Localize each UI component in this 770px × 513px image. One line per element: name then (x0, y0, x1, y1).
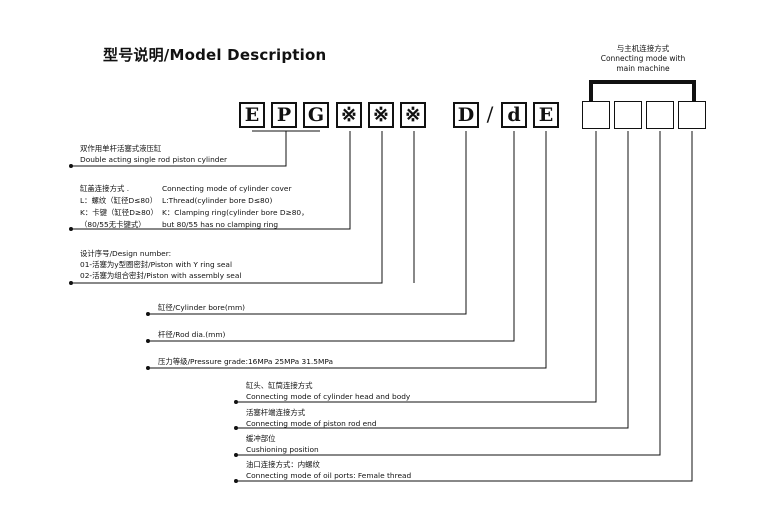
code-box-pressure: E (533, 102, 559, 128)
code-box-design-2: ※ (400, 102, 426, 128)
cover-mode-k-note-cn: （80/55无卡键式） (80, 220, 146, 229)
code-box-p: P (271, 102, 297, 128)
code-box-rod-end (614, 101, 642, 129)
double-acting-cn: 双作用单杆活塞式液压缸 (80, 144, 162, 153)
code-box-e: E (239, 102, 265, 128)
code-box-oil-port (678, 101, 706, 129)
pressure-label: 压力等级/Pressure grade:16MPa 25MPa 31.5MPa (158, 357, 333, 366)
head-body-en: Connecting mode of cylinder head and bod… (246, 392, 411, 401)
cover-mode-cn: 缸盖连接方式 . (80, 184, 130, 193)
design-title: 设计序号/Design number: (80, 249, 172, 258)
host-connection-en1: Connecting mode with (600, 54, 686, 63)
code-box-g: G (303, 102, 329, 128)
host-connection-cn: 与主机连接方式 (616, 44, 670, 53)
bore-label: 缸径/Cylinder bore(mm) (158, 303, 246, 312)
design-item-1: 01-活塞为y型圈密封/Piston with Y ring seal (80, 260, 233, 269)
rod-label: 杆径/Rod dia.(mm) (158, 330, 226, 339)
head-body-cn: 缸头、缸筒连接方式 (246, 381, 313, 390)
host-connection-label: 与主机连接方式 Connecting mode with main machin… (588, 44, 698, 74)
cushion-en: Cushioning position (246, 445, 319, 454)
double-acting-en: Double acting single rod piston cylinder (80, 155, 228, 164)
code-separator: / (486, 102, 494, 126)
cover-mode-l-en: L:Thread(cylinder bore D≤80) (162, 196, 273, 205)
cover-mode-en: Connecting mode of cylinder cover (162, 184, 292, 193)
oil-port-en: Connecting mode of oil ports: Female thr… (246, 471, 412, 480)
code-box-bore: D (453, 102, 479, 128)
oil-port-cn: 油口连接方式：内螺纹 (246, 460, 320, 469)
code-box-cushion (646, 101, 674, 129)
cover-mode-l-cn: L：螺纹（缸径D≤80） (80, 196, 158, 205)
rod-end-en: Connecting mode of piston rod end (246, 419, 377, 428)
host-connection-en2: main machine (616, 64, 670, 73)
cushion-cn: 缓冲部位 (246, 434, 276, 443)
rod-end-cn: 活塞杆端连接方式 (246, 408, 306, 417)
code-box-head-body (582, 101, 610, 129)
code-box-rod: d (501, 102, 527, 128)
code-box-cover: ※ (336, 102, 362, 128)
cover-mode-k-cn: K：卡键（缸径D≥80） (80, 208, 158, 217)
page-title: 型号说明/Model Description (103, 46, 327, 64)
code-box-design-1: ※ (368, 102, 394, 128)
cover-mode-k-en: K：Clamping ring(cylinder bore D≥80， (162, 208, 309, 217)
cover-mode-k-note-en: but 80/55 has no clamping ring (162, 220, 279, 229)
design-item-2: 02-活塞为组合密封/Piston with assembly seal (80, 271, 242, 280)
